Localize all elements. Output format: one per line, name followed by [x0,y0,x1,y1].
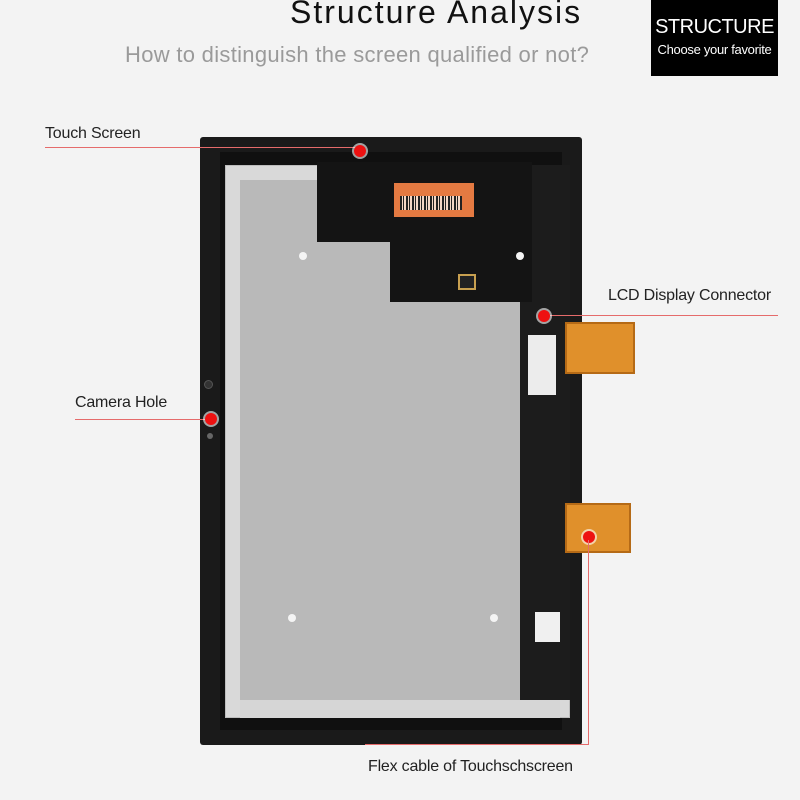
badge-subtitle: Choose your favorite [657,42,772,57]
callout-flex-cable-vline [588,540,589,744]
flex-cable-bottom [565,503,631,553]
white-label [528,335,556,395]
mount-hole [299,252,307,260]
callout-lcd-connector-label: LCD Display Connector [608,287,771,304]
mount-hole [288,614,296,622]
camera-lens [204,380,213,389]
callout-lcd-connector-dot [538,310,550,322]
page-title: Structure Analysis [290,0,583,30]
barcode [400,196,462,210]
page-subtitle: How to distinguish the screen qualified … [125,42,590,67]
lcd-bottom-edge [240,700,560,718]
callout-camera-hole-dot [205,413,217,425]
structure-badge: STRUCTURE Choose your favorite [651,0,778,76]
callout-camera-hole-label: Camera Hole [75,394,168,411]
flex-cable-top [565,322,635,374]
camera-sensor [207,433,213,439]
white-rect [535,612,560,642]
black-cover-lower [390,242,532,302]
callout-flex-cable-line [365,744,589,745]
callout-touch-screen-label: Touch Screen [45,125,141,142]
mount-hole [516,252,524,260]
small-connector [458,274,476,290]
callout-touch-screen-dot [354,145,366,157]
callout-touch-screen-line [45,147,360,148]
callout-camera-hole-line [75,419,213,420]
callout-flex-cable-label: Flex cable of Touchschscreen [368,758,573,775]
mount-hole [490,614,498,622]
callout-flex-cable-dot [583,531,595,543]
callout-lcd-connector-line [543,315,778,316]
badge-title: STRUCTURE [655,16,774,38]
